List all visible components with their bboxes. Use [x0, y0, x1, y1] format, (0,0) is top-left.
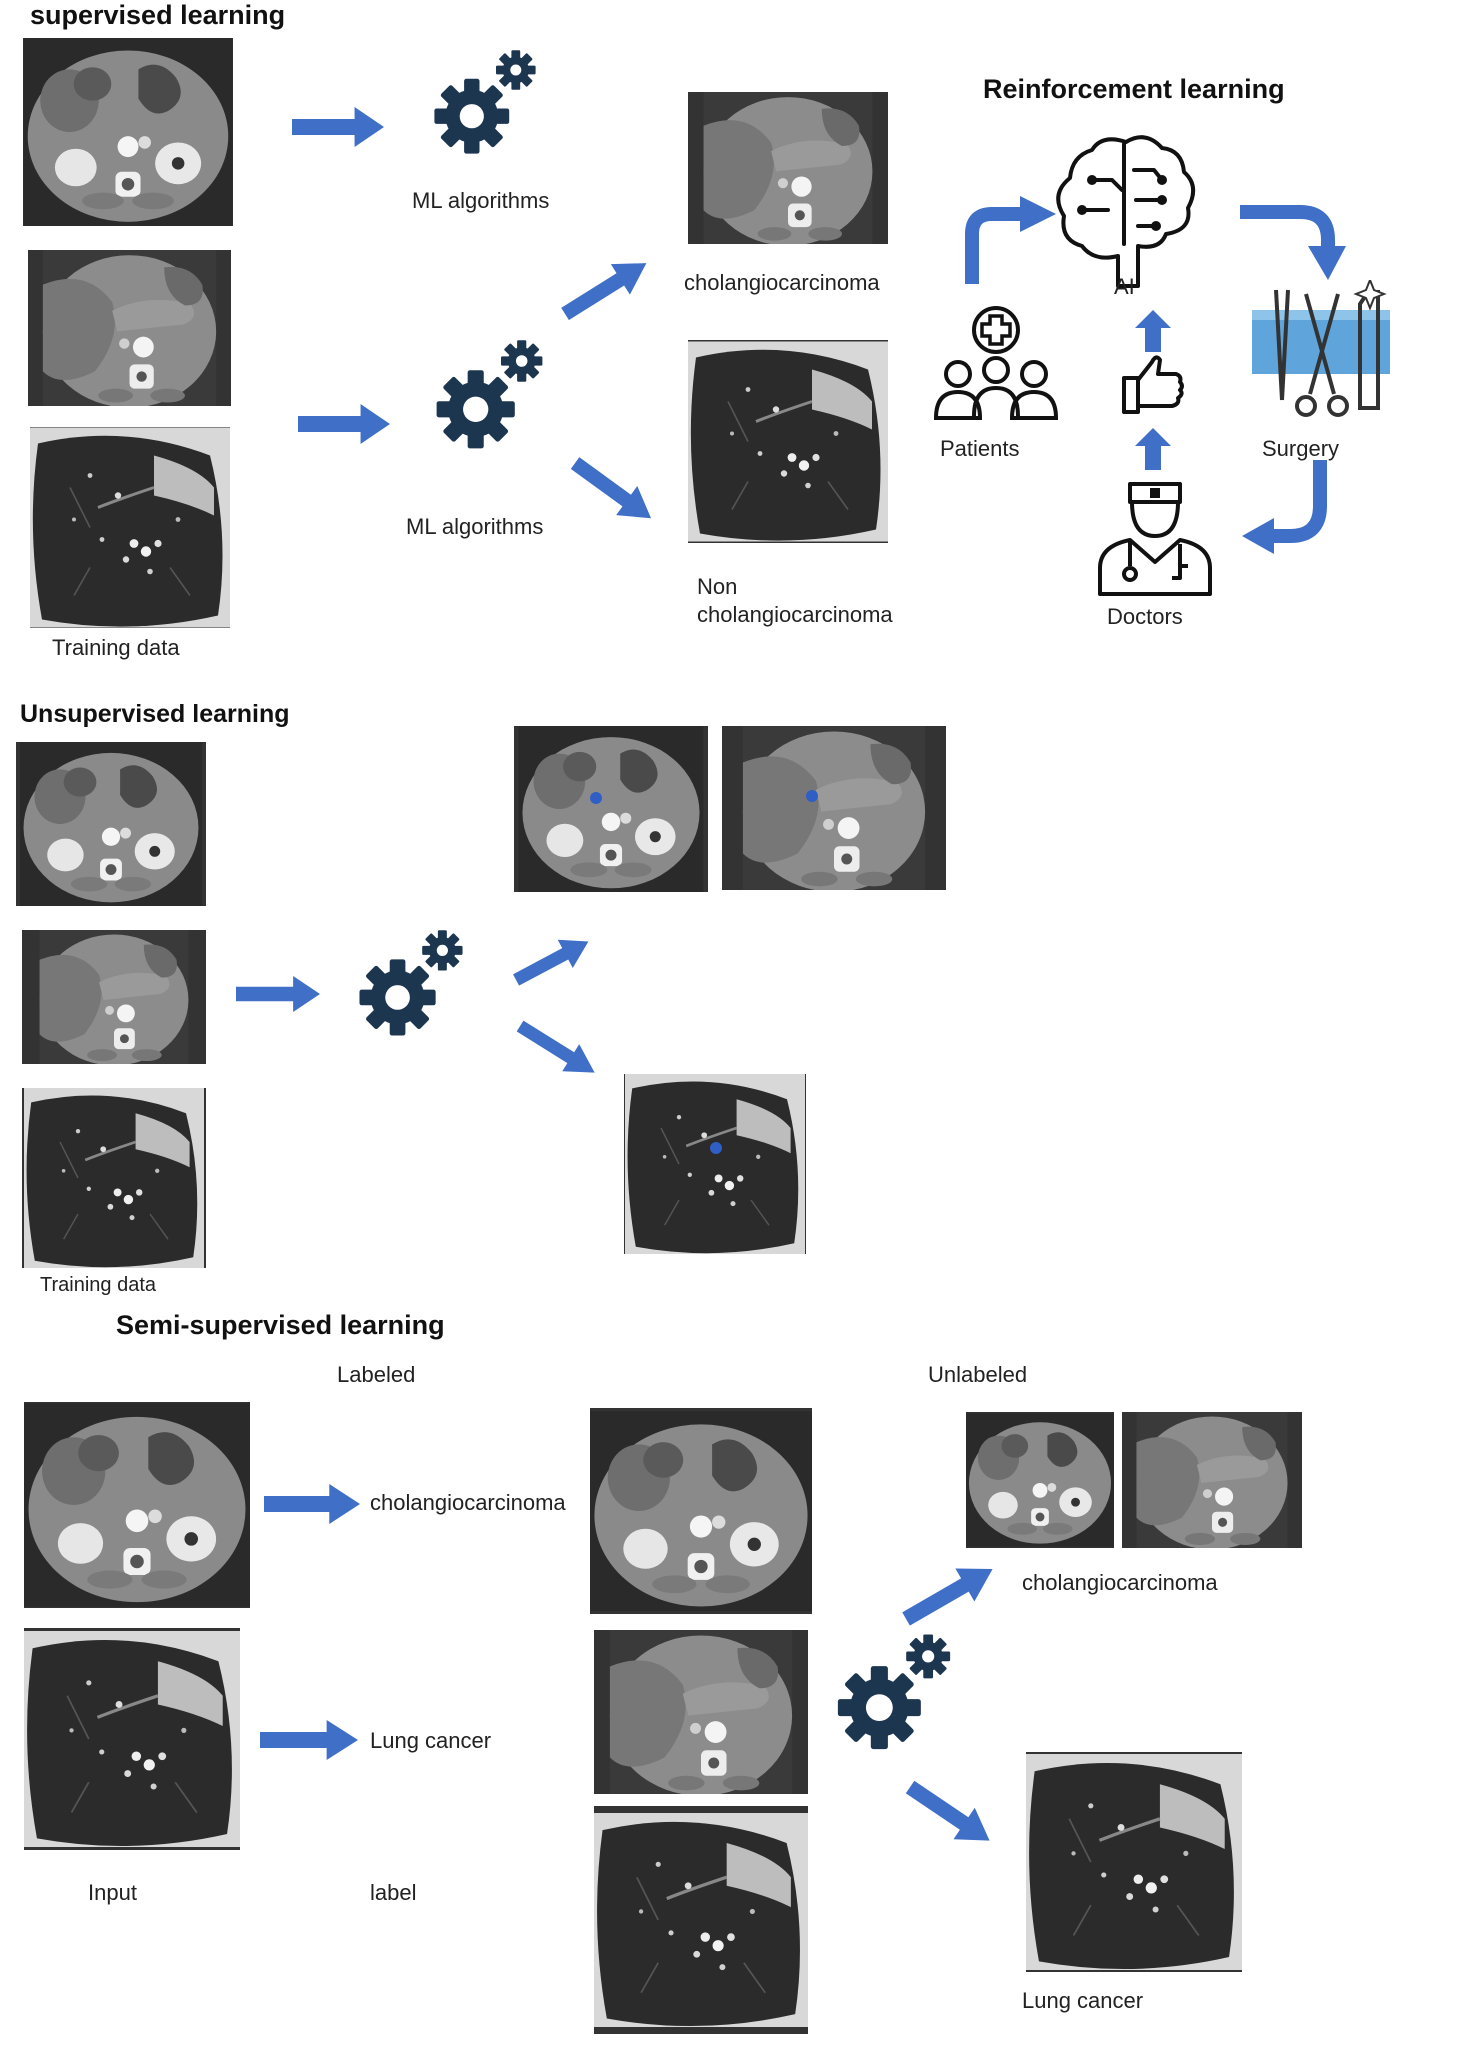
- ct-scan-image: [16, 742, 206, 906]
- patients-label: Patients: [940, 436, 1020, 461]
- flow-arrow: [264, 1484, 360, 1524]
- ct-scan-image: [688, 340, 888, 543]
- flow-arrow: [292, 107, 384, 147]
- doctor-icon: [1098, 482, 1212, 596]
- flow-arrow: [1135, 310, 1171, 352]
- semi-supervised-title: Semi-supervised learning: [116, 1310, 445, 1340]
- ct-scan-image: [30, 427, 230, 628]
- flow-arrow: [260, 1720, 358, 1760]
- ct-scan-image: [624, 1074, 806, 1254]
- ct-scan-image: [594, 1630, 808, 1794]
- flow-arrow: [1135, 428, 1171, 470]
- ct-scan-image: [966, 1412, 1114, 1548]
- flow-arrow: [555, 248, 655, 329]
- unlabeled-label: Unlabeled: [928, 1362, 1028, 1387]
- ct-scan-image: [22, 930, 206, 1064]
- gears-icon: [420, 48, 550, 158]
- unsupervised-title: Unsupervised learning: [20, 700, 290, 728]
- ml-algorithms-label: ML algorithms: [412, 188, 550, 213]
- surgery-tools-icon: [1252, 280, 1390, 417]
- flow-arrow: [1240, 205, 1346, 280]
- cluster-marker: [590, 792, 602, 804]
- ct-scan-image: [23, 38, 233, 226]
- cholangiocarcinoma-label: cholangiocarcinoma: [370, 1490, 566, 1515]
- flow-arrow: [298, 404, 390, 444]
- flow-arrow: [1242, 460, 1327, 554]
- cluster-marker: [806, 790, 818, 802]
- patients-icon: [933, 306, 1059, 420]
- ct-scan-image: [722, 726, 946, 890]
- cholangiocarcinoma-label: cholangiocarcinoma: [1022, 1570, 1218, 1595]
- ct-scan-image: [24, 1402, 250, 1608]
- ct-scan-image: [28, 250, 231, 406]
- input-label: Input: [88, 1880, 137, 1905]
- gears-icon: [348, 928, 474, 1040]
- reinforcement-title: Reinforcement learning: [983, 74, 1285, 104]
- ct-scan-image: [688, 92, 888, 244]
- flow-arrow: [965, 196, 1056, 284]
- label-caption: label: [370, 1880, 417, 1905]
- ai-label: AI: [1114, 274, 1135, 299]
- lung-cancer-label: Lung cancer: [370, 1728, 492, 1753]
- flow-arrow: [236, 976, 320, 1012]
- gears-icon: [422, 338, 557, 453]
- cluster-marker: [710, 1142, 722, 1154]
- flow-arrow: [899, 1771, 1000, 1856]
- ct-scan-image: [22, 1088, 206, 1268]
- brain-icon: [1056, 135, 1196, 288]
- non-label: Non: [697, 574, 738, 599]
- thumbs-up-icon: [1122, 355, 1184, 414]
- ct-scan-image: [1122, 1412, 1302, 1548]
- flow-arrow: [508, 927, 595, 994]
- doctors-label: Doctors: [1107, 604, 1183, 629]
- ct-scan-image: [24, 1628, 240, 1850]
- training-data-label: Training data: [52, 635, 180, 660]
- ct-scan-image: [514, 726, 708, 892]
- labeled-label: Labeled: [337, 1362, 416, 1387]
- non-cholangiocarcinoma-label: cholangiocarcinoma: [697, 602, 893, 627]
- ct-scan-image: [590, 1408, 812, 1614]
- flow-arrow: [897, 1553, 1003, 1636]
- flow-arrow: [564, 448, 661, 532]
- ct-scan-image: [1026, 1752, 1242, 1972]
- flow-arrow: [512, 1012, 604, 1086]
- surgery-label: Surgery: [1262, 436, 1340, 461]
- cholangiocarcinoma-label: cholangiocarcinoma: [684, 270, 880, 295]
- ml-algorithms-label: ML algorithms: [406, 514, 544, 539]
- gears-icon: [826, 1632, 962, 1754]
- lung-cancer-label: Lung cancer: [1022, 1988, 1144, 2013]
- supervised-title: supervised learning: [30, 0, 286, 30]
- training-data-label: Training data: [40, 1274, 156, 1296]
- ct-scan-image: [594, 1806, 808, 2034]
